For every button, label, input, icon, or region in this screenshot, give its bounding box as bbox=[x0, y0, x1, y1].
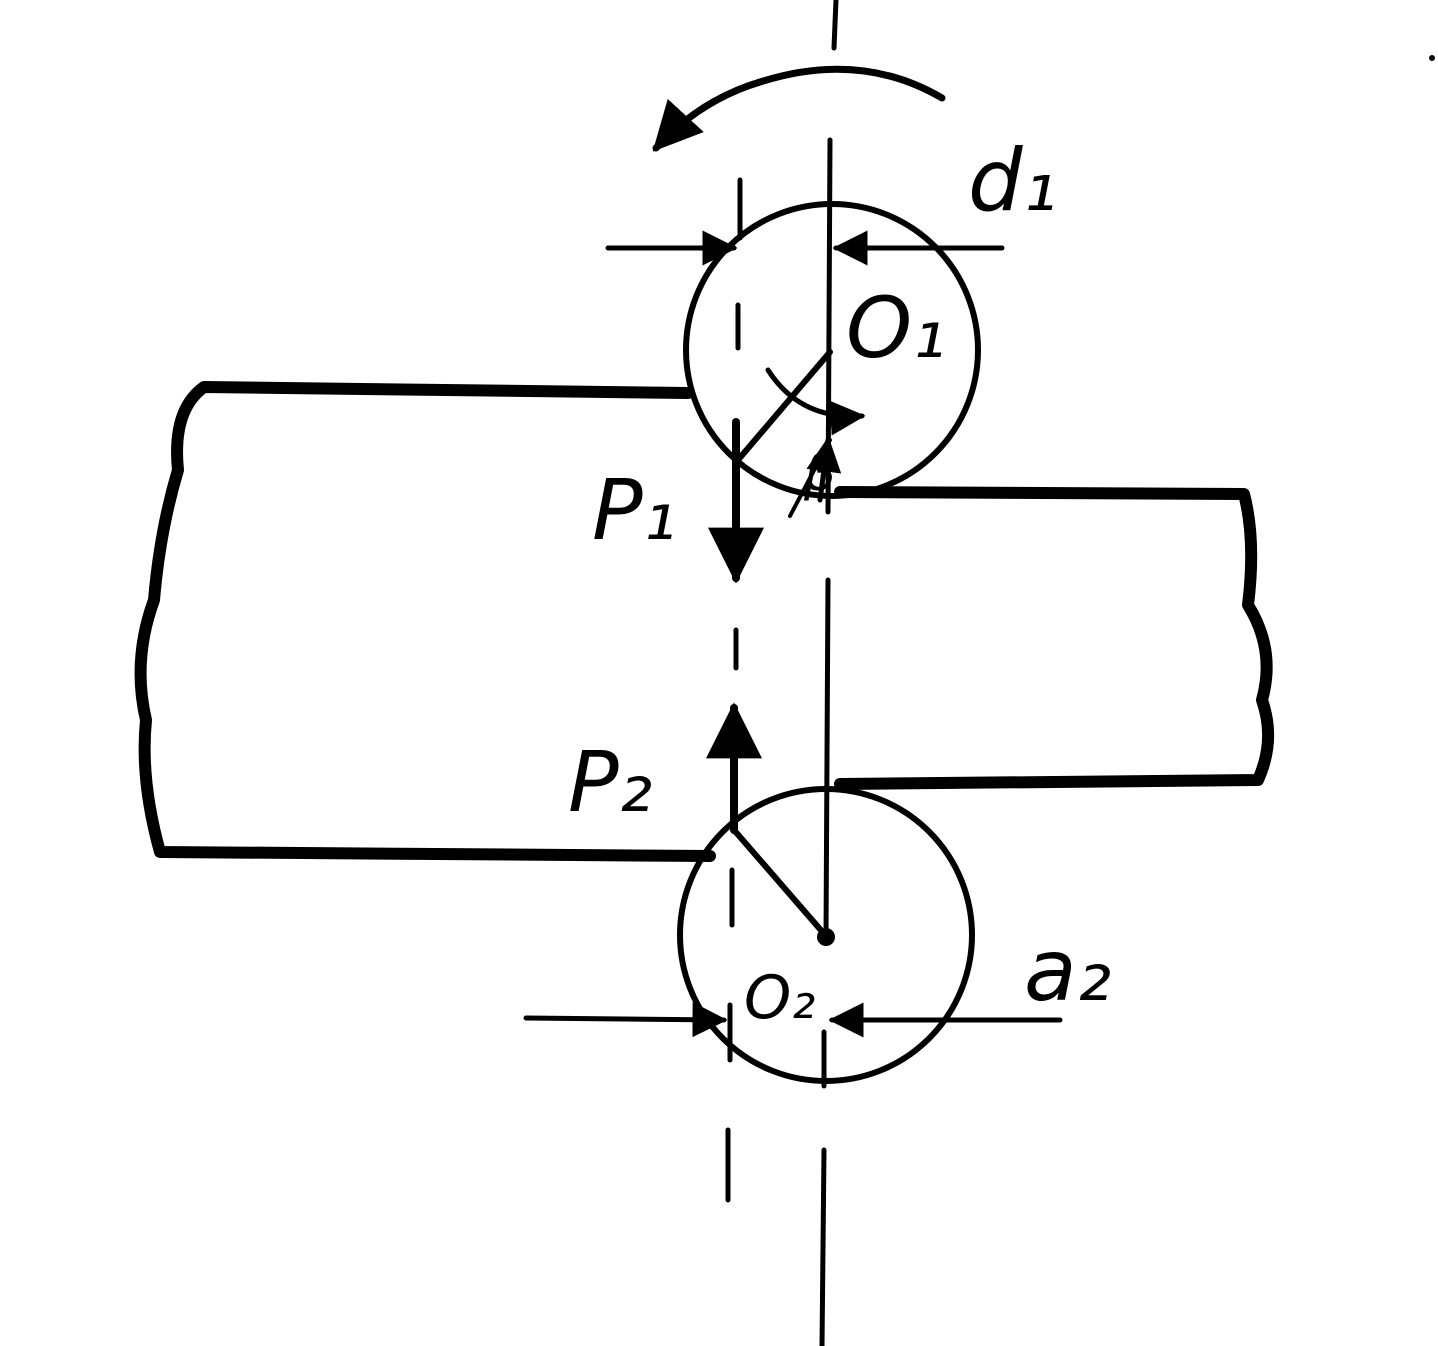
right-plate bbox=[834, 486, 1275, 790]
lower-radius bbox=[731, 827, 835, 946]
label-o2: O₂ bbox=[744, 963, 816, 1033]
label-d1: d₁ bbox=[968, 131, 1058, 231]
left-plate bbox=[134, 381, 716, 862]
stray-dot bbox=[1429, 55, 1435, 61]
label-a2: a₂ bbox=[1024, 921, 1112, 1021]
rotation-arrow bbox=[652, 65, 946, 152]
label-p1: P₁ bbox=[592, 461, 677, 559]
dimension-a2 bbox=[523, 1002, 1063, 1038]
label-p2: P₂ bbox=[568, 733, 653, 831]
label-beta: β bbox=[804, 444, 836, 502]
label-o1: O₁ bbox=[846, 279, 946, 377]
lower-roller-circle bbox=[677, 786, 975, 1084]
centerline-left bbox=[725, 177, 743, 1203]
upper-radius bbox=[735, 349, 866, 518]
upper-roller-circle bbox=[683, 201, 981, 499]
